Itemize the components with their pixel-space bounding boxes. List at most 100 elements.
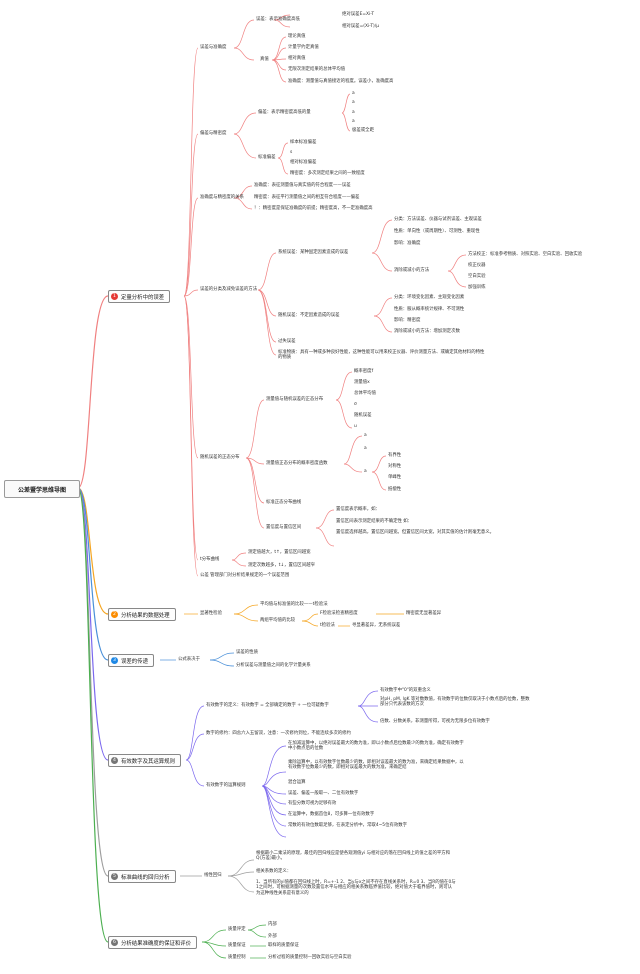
node-two-means[interactable]: 两组平均值的比较 <box>260 618 296 623</box>
node-quality-control[interactable]: 质量控制 <box>228 955 246 960</box>
node-stoichiometry[interactable]: 分析误差与测量值之间的化学计量关系 <box>236 663 311 668</box>
node-t-test-standard[interactable]: 平均值与标准值的比较——t检验法 <box>260 602 328 607</box>
node-formula-a1[interactable]: a <box>352 91 355 96</box>
node-rounding-rule[interactable]: 数字的修约：四舍六入五留双，注意：一次修约到位，不能连续多次的修约 <box>206 731 351 736</box>
node-formula-a4[interactable]: a <box>352 119 355 124</box>
node-accuracy-def[interactable]: 准确度：测量值与真值接近的程度。误差小，准确度高 <box>288 79 394 84</box>
node-sys-influence[interactable]: 影响：准确度 <box>394 241 421 246</box>
node-t-distribution[interactable]: t分布曲线 <box>200 557 220 562</box>
node-pdf-a2[interactable]: a <box>364 446 367 451</box>
node-correlation-def[interactable]: 相关系数的定义： <box>256 869 292 874</box>
node-prob-density[interactable]: 概率密度f <box>354 369 374 374</box>
node-t-wider[interactable]: 测定值越大，t↑，置信区间越宽 <box>248 550 311 555</box>
node-confidence-interval[interactable]: 置信区间表示测定结果的不确定性 如： <box>336 519 413 524</box>
node-zero-meaning[interactable]: 有效数字中"0"的双重含义 <box>380 688 431 693</box>
node-theoretical-true[interactable]: 理论真值 <box>288 34 306 39</box>
node-measurement-distribution[interactable]: 测量值与随机误差的正态分布 <box>266 397 324 402</box>
node-constants[interactable]: 常数的有效位数取足够，在表定分析中，常取4~5位有效数字 <box>288 823 408 828</box>
node-add-sub-rule[interactable]: 在加减运算中，以绝对误差最大的数为准，即以小数点后位数最少的数为准，确定有效数字… <box>288 741 464 752</box>
node-relative-true[interactable]: 相对真值 <box>288 56 306 61</box>
node-internal[interactable]: 内部 <box>268 922 277 927</box>
node-exact-numbers[interactable]: 倍数、分数关系，非测量所得，可视为无限多位有效数字 <box>380 719 490 724</box>
node-fractions[interactable]: 有些分数可视为足够有效 <box>288 801 337 806</box>
node-compensation[interactable]: 抵偿性 <box>388 487 402 492</box>
node-confidence-note[interactable]: 置信度选择越高，置信区间越宽。但置信区间太宽，对其实值的估计则毫无意义。 <box>336 530 495 535</box>
node-sigma[interactable]: σ <box>354 402 357 407</box>
node-sample-std[interactable]: 样本标准偏差 <box>290 140 317 145</box>
node-training[interactable]: 加强训练 <box>468 285 486 290</box>
branch-6-quality-assurance[interactable]: 6 分析结果准确度的保证和评价 <box>108 936 198 949</box>
node-first-digit-8[interactable]: 在运算中，数据首位8，可多算一位有效数字 <box>288 812 375 817</box>
node-sys-elimination[interactable]: 消除或减小的方法 <box>394 268 430 273</box>
node-pop-mean[interactable]: 总体平均值 <box>354 391 376 396</box>
node-boundedness[interactable]: 有界性 <box>388 453 402 458</box>
node-precision-deviation[interactable]: 精密度：表征平行测量值之间的相互符合程度——偏差 <box>254 195 360 200</box>
node-quality-evaluation[interactable]: 质量评定 <box>228 927 246 932</box>
node-tolerance[interactable]: 公差 管理部门对分析结果规定的一个误差范围 <box>200 573 290 578</box>
branch-2-data-processing[interactable]: 2 分析结果的数据处理 <box>108 608 176 621</box>
node-log-values[interactable]: 对pH, pM, lgK 等对数数值，有效数字的位数仅取决于小数点后的位数，整数… <box>380 697 530 708</box>
node-formula-a3[interactable]: a <box>352 110 355 115</box>
node-s[interactable]: s <box>290 150 293 155</box>
node-t-test[interactable]: t检验法 <box>320 623 335 628</box>
node-mul-div-rule[interactable]: 乘除运算中，以有效数字位数最少的数，即相对误差最大的数为准，来确定结果数据中，以… <box>288 760 464 771</box>
node-t-narrower[interactable]: 测定次数越多，t↓，置信区间越窄 <box>248 563 315 568</box>
node-quality-assurance[interactable]: 质量保证 <box>228 943 246 948</box>
node-confidence-level[interactable]: 置信度表示概率，如： <box>336 507 380 512</box>
node-rand-categories[interactable]: 分类：环境变化因素、主观变化因素 <box>394 295 465 300</box>
node-error-def[interactable]: 误差：表示准确度高低 <box>256 17 300 22</box>
node-error-nature[interactable]: 误差的性质 <box>236 650 258 655</box>
node-std-dev[interactable]: 标准偏差 <box>258 155 276 160</box>
node-correlation-rules[interactable]: 1、当所有的yi值都在回归线上时，R=+-1 2、当y与x之间不存在直线关系时，… <box>256 880 456 896</box>
node-gross-error[interactable]: 过失误差 <box>278 339 296 344</box>
node-true-value[interactable]: 真值 <box>260 57 269 62</box>
node-sig-fig-definition[interactable]: 有效数字的定义：有效数字 = 全部确定的数字 + 一位可疑数字 <box>206 703 329 708</box>
node-range[interactable]: 极差或全距 <box>352 128 374 133</box>
branch-1-quantitative-error[interactable]: 1 定量分析中的误差 <box>108 290 171 303</box>
node-rand-properties[interactable]: 性质：服从概率统计规律、不可测性 <box>394 307 465 312</box>
node-formula-depends[interactable]: 公式表决于 <box>178 657 200 662</box>
node-deviation-def[interactable]: 偏差：表示精密度高低的量 <box>258 110 311 115</box>
node-pdf-a3[interactable]: a <box>364 469 367 474</box>
branch-4-significant-figures[interactable]: 4 有效数字及其运算规则 <box>108 754 181 767</box>
node-precision-def[interactable]: 精密度：多次测定结果之间的一致程度 <box>290 171 365 176</box>
node-rsd[interactable]: 相对标准偏差 <box>290 160 317 165</box>
node-reference-material[interactable]: 标准物质：具有一种或多种良好性能，这种性能可以用来校正仪器、评价测量方法、或确定… <box>278 350 485 361</box>
node-pdf-a1[interactable]: a <box>364 433 367 438</box>
node-external[interactable]: 外部 <box>268 934 277 939</box>
node-f-test[interactable]: F检验法检查精密度 <box>320 611 358 616</box>
node-blank-test[interactable]: 空白实验 <box>468 274 486 279</box>
node-precision-premise[interactable]: ！：精密度是保证准确度的前提；精密度高，不一定准确度高 <box>254 206 373 211</box>
node-least-squares[interactable]: 根据最小二乘法的原理，最佳的回归线应是使各观测值yi 与相对应的落在回归线上的值… <box>256 851 451 862</box>
node-measured-x[interactable]: 测量值x <box>354 380 370 385</box>
node-significance-test[interactable]: 显著性检验 <box>200 611 222 616</box>
node-error-digits[interactable]: 误差、偏差一般取一、二位有效数字 <box>288 791 359 796</box>
branch-3-error-propagation[interactable]: 3 误差的传递 <box>108 654 154 667</box>
node-process-qc[interactable]: 分析过程的质量控制—回收实验与空白实验 <box>268 955 352 960</box>
root-node[interactable]: 公差暨学思维导图 <box>4 480 80 498</box>
node-instrument-correction[interactable]: 校正仪器 <box>468 263 486 268</box>
node-error-accuracy[interactable]: 误差与准确度 <box>200 45 227 50</box>
node-rand-influence[interactable]: 影响：精密度 <box>394 318 421 323</box>
node-normal-distribution[interactable]: 随机误差的正态分布 <box>200 455 240 460</box>
node-sys-properties[interactable]: 性质：单向性（或周期性）、可测性、重现性 <box>394 229 480 234</box>
node-abs-error[interactable]: 绝对误差E=Xi-T <box>342 12 375 17</box>
node-no-systematic[interactable]: 寻显著差异，无系统误差 <box>352 623 401 628</box>
node-symmetry[interactable]: 对称性 <box>388 464 402 469</box>
node-deviation-precision[interactable]: 偏差与精密度 <box>200 131 227 136</box>
branch-5-regression[interactable]: 5 标准曲线的回归分析 <box>108 870 176 883</box>
node-sampling-qa[interactable]: 取样的质量保证 <box>268 943 299 948</box>
node-rel-error[interactable]: 相对误差=(Xi-T)/μ <box>342 24 380 29</box>
node-pdf-function[interactable]: 测量值正态分布的概率密度函数 <box>266 461 328 466</box>
node-confidence[interactable]: 置信度与置信区间 <box>266 525 302 530</box>
node-unimodal[interactable]: 单峰性 <box>388 475 402 480</box>
node-no-precision-diff[interactable]: 精密度无显著差异 <box>406 611 442 616</box>
node-mixed-operation[interactable]: 混合运算 <box>288 780 306 785</box>
node-std-normal-curve[interactable]: 标准正态分布曲线 <box>266 500 302 505</box>
node-method-correction[interactable]: 方法校正：标准参考物质、对照实验、空白实验、回收实验 <box>468 252 583 257</box>
node-accuracy-precision-relation[interactable]: 准确度与精密度的关系 <box>200 195 244 200</box>
node-linear-regression[interactable]: 线性回归 <box>204 873 222 878</box>
node-systematic-error[interactable]: 系统误差：某种固定因素造成的误差 <box>278 250 349 255</box>
node-sys-categories[interactable]: 分类：方法误差、仪器与试剂误差、主观误差 <box>394 217 482 222</box>
node-operation-rules[interactable]: 有效数字的运算规则 <box>206 783 246 788</box>
